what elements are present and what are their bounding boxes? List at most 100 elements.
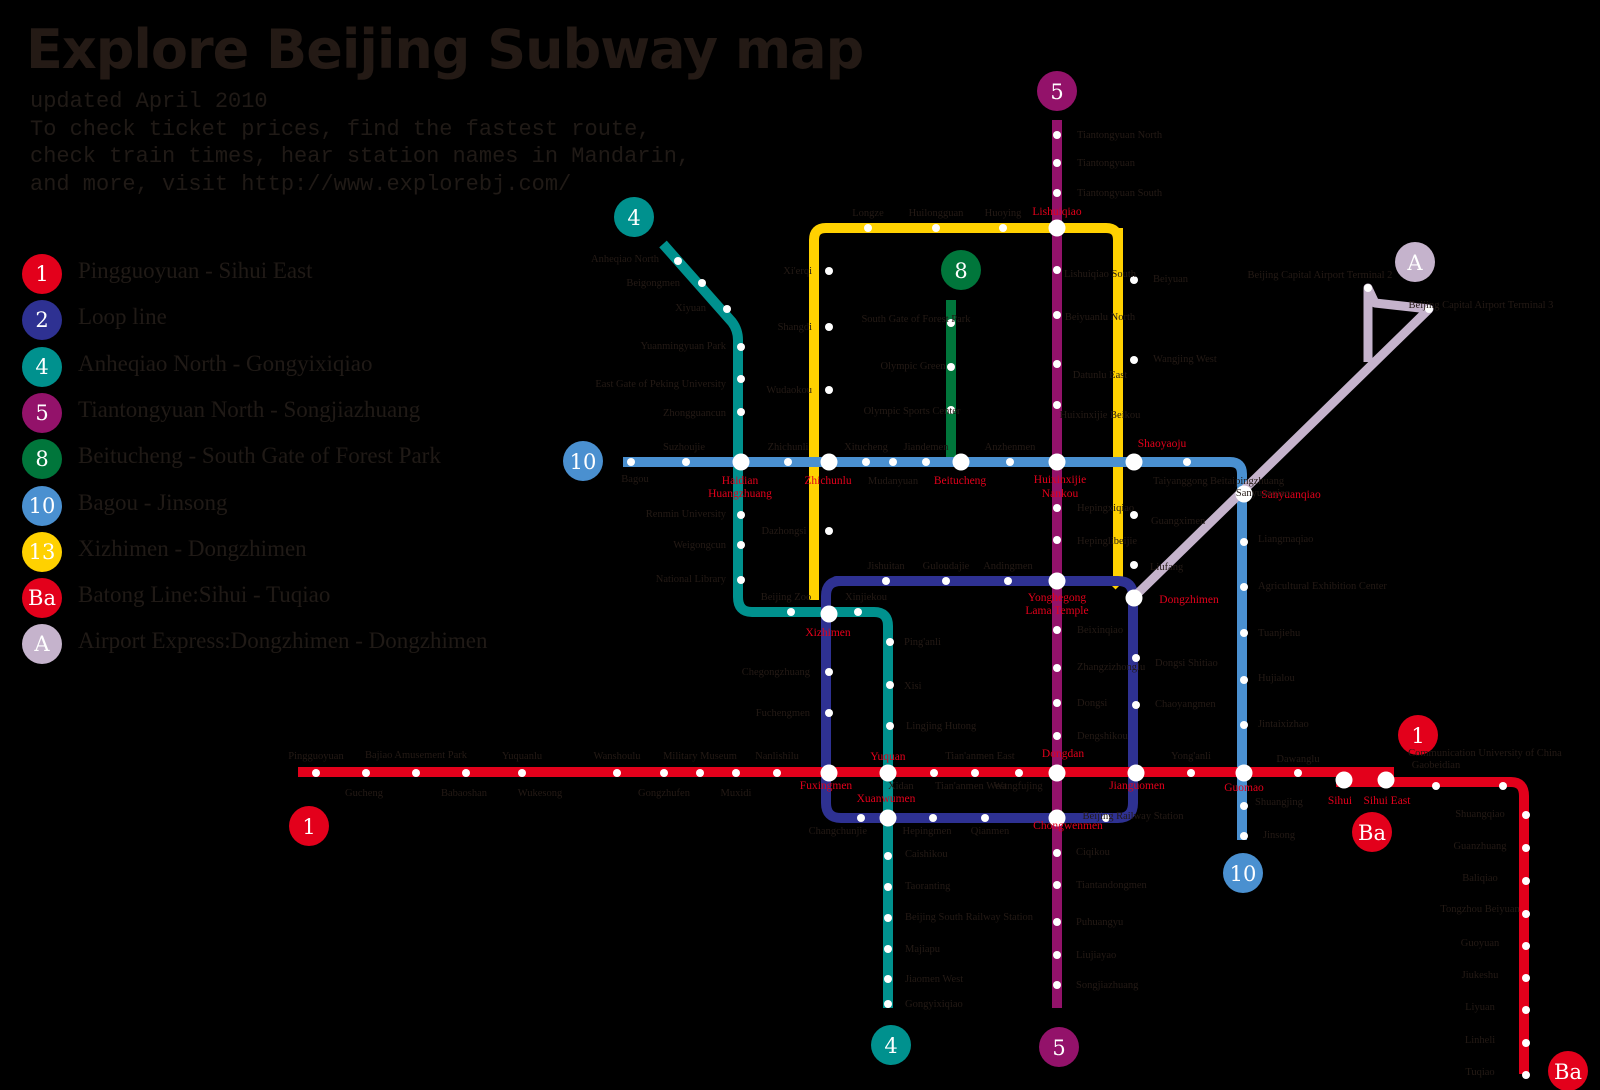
station-dot xyxy=(412,769,420,777)
transfer-station-label: Huangzhuang xyxy=(708,488,772,500)
station-label: Jintaixizhao xyxy=(1258,719,1309,730)
station-label: Fuchengmen xyxy=(756,708,811,719)
station-label: Tongzhou Beiyuan xyxy=(1440,904,1520,915)
station-dot xyxy=(1240,583,1248,591)
line-badge xyxy=(1039,1027,1079,1067)
station-label: Tian'anmen East xyxy=(945,751,1015,762)
station-dot xyxy=(1522,844,1530,852)
station-label: Caishikou xyxy=(905,849,948,860)
station-dot xyxy=(787,608,795,616)
legend-line-label: Loop line xyxy=(78,304,167,330)
line-badge xyxy=(1548,1051,1588,1090)
transfer-station-label: Lishuiqiao xyxy=(1032,206,1081,218)
station-dot xyxy=(1053,626,1061,634)
line-badge-label: 1 xyxy=(302,815,315,839)
station-label: Jiandemen xyxy=(904,442,950,453)
station-label: Xi'erqi xyxy=(783,266,812,277)
station-dot xyxy=(737,576,745,584)
station-dot xyxy=(1240,721,1248,729)
station-dot xyxy=(737,408,745,416)
transfer-station xyxy=(1048,572,1066,590)
station-dot xyxy=(1006,458,1014,466)
station-label: Tuqiao xyxy=(1465,1067,1494,1078)
station-dot xyxy=(922,458,930,466)
station-label: Tiantongyuan South xyxy=(1077,188,1163,199)
station-label: Liangmaqiao xyxy=(1258,534,1313,545)
transfer-station-label: Shaoyaoju xyxy=(1138,438,1187,450)
transfer-station-label: Xizhimen xyxy=(805,627,851,639)
station-dot xyxy=(1364,284,1372,292)
station-label: Huoying xyxy=(985,208,1023,219)
station-label: Hepingmen xyxy=(903,826,953,837)
station-label: Beijing South Railway Station xyxy=(905,912,1034,923)
transfer-station xyxy=(1048,764,1066,782)
station-dot xyxy=(784,458,792,466)
station-label: Xidan xyxy=(888,781,914,792)
station-dot xyxy=(732,769,740,777)
station-label: Guangximen xyxy=(1151,516,1206,527)
station-label: Chegongzhuang xyxy=(742,667,811,678)
station-dot xyxy=(1053,360,1061,368)
station-label: Wangjing West xyxy=(1153,354,1217,365)
station-label: Dongsi Shitiao xyxy=(1155,658,1218,669)
station-label: Tiantongyuan xyxy=(1077,158,1136,169)
station-dot xyxy=(1522,1039,1530,1047)
station-dot xyxy=(1522,942,1530,950)
station-label: Ping'anli xyxy=(904,637,941,648)
station-dot xyxy=(1522,910,1530,918)
station-label: Beijing Railway Station xyxy=(1083,811,1185,822)
station-label: Jinsong xyxy=(1263,830,1296,841)
station-dot xyxy=(884,945,892,953)
station-dot xyxy=(696,769,704,777)
station-dot xyxy=(825,386,833,394)
line-badge xyxy=(1037,71,1077,111)
station-dot xyxy=(884,975,892,983)
transfer-station-label: Sanyuanqiao xyxy=(1261,489,1321,501)
station-label: Beijing Capital Airport Terminal 2 xyxy=(1248,270,1393,281)
station-label: Wanshoulu xyxy=(594,751,642,762)
station-label: Pingguoyuan xyxy=(288,751,344,762)
station-dot xyxy=(1294,769,1302,777)
legend-line-label: Xizhimen - Dongzhimen xyxy=(78,535,307,561)
station-label: Beixinqiao xyxy=(1077,625,1123,636)
station-label: Xinjiekou xyxy=(845,592,888,603)
station-label: Hujialou xyxy=(1258,673,1295,684)
station-dot xyxy=(947,319,955,327)
station-label: Yuanmingyuan Park xyxy=(641,341,727,352)
transfer-station xyxy=(1127,764,1145,782)
transfer-station-label: Zhichunlu xyxy=(804,475,852,487)
station-label: Liujiayao xyxy=(1076,950,1116,961)
line-badge xyxy=(1352,812,1392,852)
transfer-station-label: Guomao xyxy=(1224,782,1264,794)
transfer-station-label: Sihui xyxy=(1328,795,1352,807)
station-dot xyxy=(884,852,892,860)
station-dot xyxy=(825,527,833,535)
transfer-station xyxy=(1048,219,1066,237)
station-label: Xisi xyxy=(904,681,922,692)
line-badge xyxy=(1395,242,1435,282)
station-label: Dongsi xyxy=(1077,698,1107,709)
station-label: Gaobeidian xyxy=(1412,760,1461,771)
station-dot xyxy=(723,305,731,313)
station-dot xyxy=(886,681,894,689)
station-dot xyxy=(884,914,892,922)
station-label: Zhichunli xyxy=(768,442,809,453)
station-dot xyxy=(1053,311,1061,319)
station-dot xyxy=(1130,561,1138,569)
station-dot xyxy=(1053,732,1061,740)
station-label: Muxidi xyxy=(721,788,752,799)
station-label: Anzhenmen xyxy=(985,442,1036,453)
station-dot xyxy=(825,668,833,676)
station-dot xyxy=(1053,951,1061,959)
station-dot xyxy=(1053,981,1061,989)
station-label: Shangdi xyxy=(778,322,813,333)
station-dot xyxy=(1522,1006,1530,1014)
legend-line-badge: 8 xyxy=(22,439,62,480)
transfer-station xyxy=(1235,485,1253,503)
transfer-station-label: Dongdan xyxy=(1042,748,1084,760)
station-dot xyxy=(930,769,938,777)
station-label: Tiantandongmen xyxy=(1076,880,1148,891)
station-label: Tuanjiehu xyxy=(1258,628,1301,639)
station-label: Beiyuanlu North xyxy=(1065,312,1136,323)
station-dot xyxy=(1425,305,1433,313)
